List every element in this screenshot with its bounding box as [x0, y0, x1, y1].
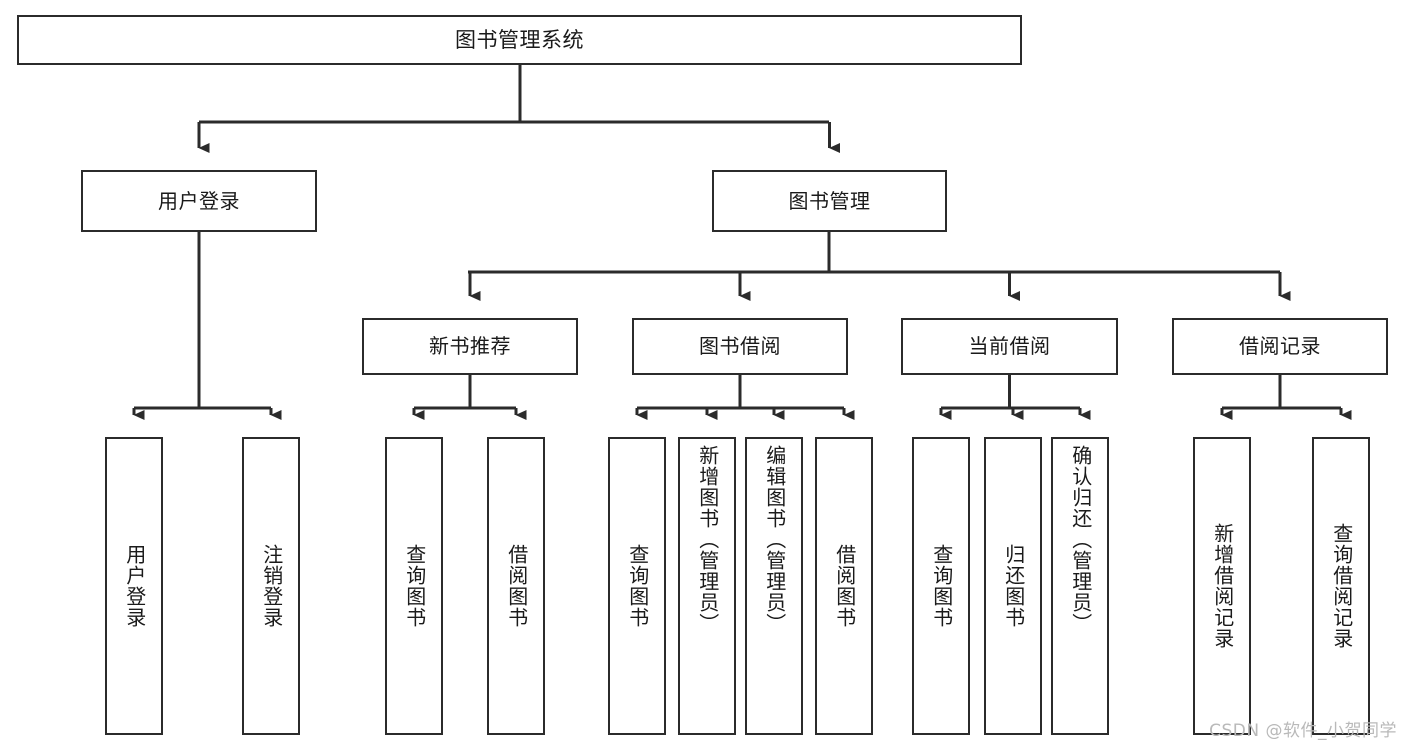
node-leaf-query-book-1[interactable]: 查询图书: [385, 437, 443, 735]
node-leaf-edit-book[interactable]: 编辑图书（管理员）: [745, 437, 803, 735]
node-root-system[interactable]: 图书管理系统: [17, 15, 1022, 65]
node-leaf-edit-book-label: 编辑图书（管理员）: [762, 445, 787, 634]
node-leaf-query-record[interactable]: 查询借阅记录: [1312, 437, 1370, 735]
node-leaf-add-record[interactable]: 新增借阅记录: [1193, 437, 1251, 735]
node-leaf-query-book-2-label: 查询图书: [625, 544, 650, 628]
node-leaf-confirm-return-label: 确认归还（管理员）: [1068, 445, 1093, 634]
node-leaf-query-book-3[interactable]: 查询图书: [912, 437, 970, 735]
node-leaf-user-login[interactable]: 用户登录: [105, 437, 163, 735]
node-leaf-user-login-label: 用户登录: [122, 544, 147, 628]
node-book-borrow-label: 图书借阅: [699, 334, 781, 358]
node-leaf-confirm-return[interactable]: 确认归还（管理员）: [1051, 437, 1109, 735]
node-book-manage-label: 图书管理: [788, 188, 871, 213]
node-leaf-borrow-book-2[interactable]: 借阅图书: [815, 437, 873, 735]
node-leaf-add-book[interactable]: 新增图书（管理员）: [678, 437, 736, 735]
node-leaf-borrow-book-1[interactable]: 借阅图书: [487, 437, 545, 735]
node-leaf-query-book-2[interactable]: 查询图书: [608, 437, 666, 735]
node-borrow-record-label: 借阅记录: [1239, 334, 1321, 358]
node-current-borrow-label: 当前借阅: [968, 334, 1051, 358]
node-leaf-return-book-label: 归还图书: [1001, 544, 1026, 628]
node-current-borrow[interactable]: 当前借阅: [901, 318, 1118, 375]
node-new-book-recommend-label: 新书推荐: [429, 334, 511, 358]
node-borrow-record[interactable]: 借阅记录: [1172, 318, 1388, 375]
node-leaf-add-record-label: 新增借阅记录: [1210, 523, 1235, 649]
node-leaf-return-book[interactable]: 归还图书: [984, 437, 1042, 735]
node-user-login[interactable]: 用户登录: [81, 170, 317, 232]
node-leaf-query-record-label: 查询借阅记录: [1329, 523, 1354, 649]
node-book-borrow[interactable]: 图书借阅: [632, 318, 848, 375]
node-leaf-borrow-book-1-label: 借阅图书: [504, 544, 529, 628]
node-leaf-query-book-3-label: 查询图书: [929, 544, 954, 628]
node-leaf-logout-label: 注销登录: [259, 544, 284, 628]
node-leaf-logout[interactable]: 注销登录: [242, 437, 300, 735]
node-book-manage[interactable]: 图书管理: [712, 170, 947, 232]
node-new-book-recommend[interactable]: 新书推荐: [362, 318, 578, 375]
node-leaf-borrow-book-2-label: 借阅图书: [832, 544, 857, 628]
node-root-system-label: 图书管理系统: [455, 27, 584, 52]
node-leaf-query-book-1-label: 查询图书: [402, 544, 427, 628]
node-leaf-add-book-label: 新增图书（管理员）: [695, 445, 720, 634]
node-user-login-label: 用户登录: [158, 188, 240, 213]
